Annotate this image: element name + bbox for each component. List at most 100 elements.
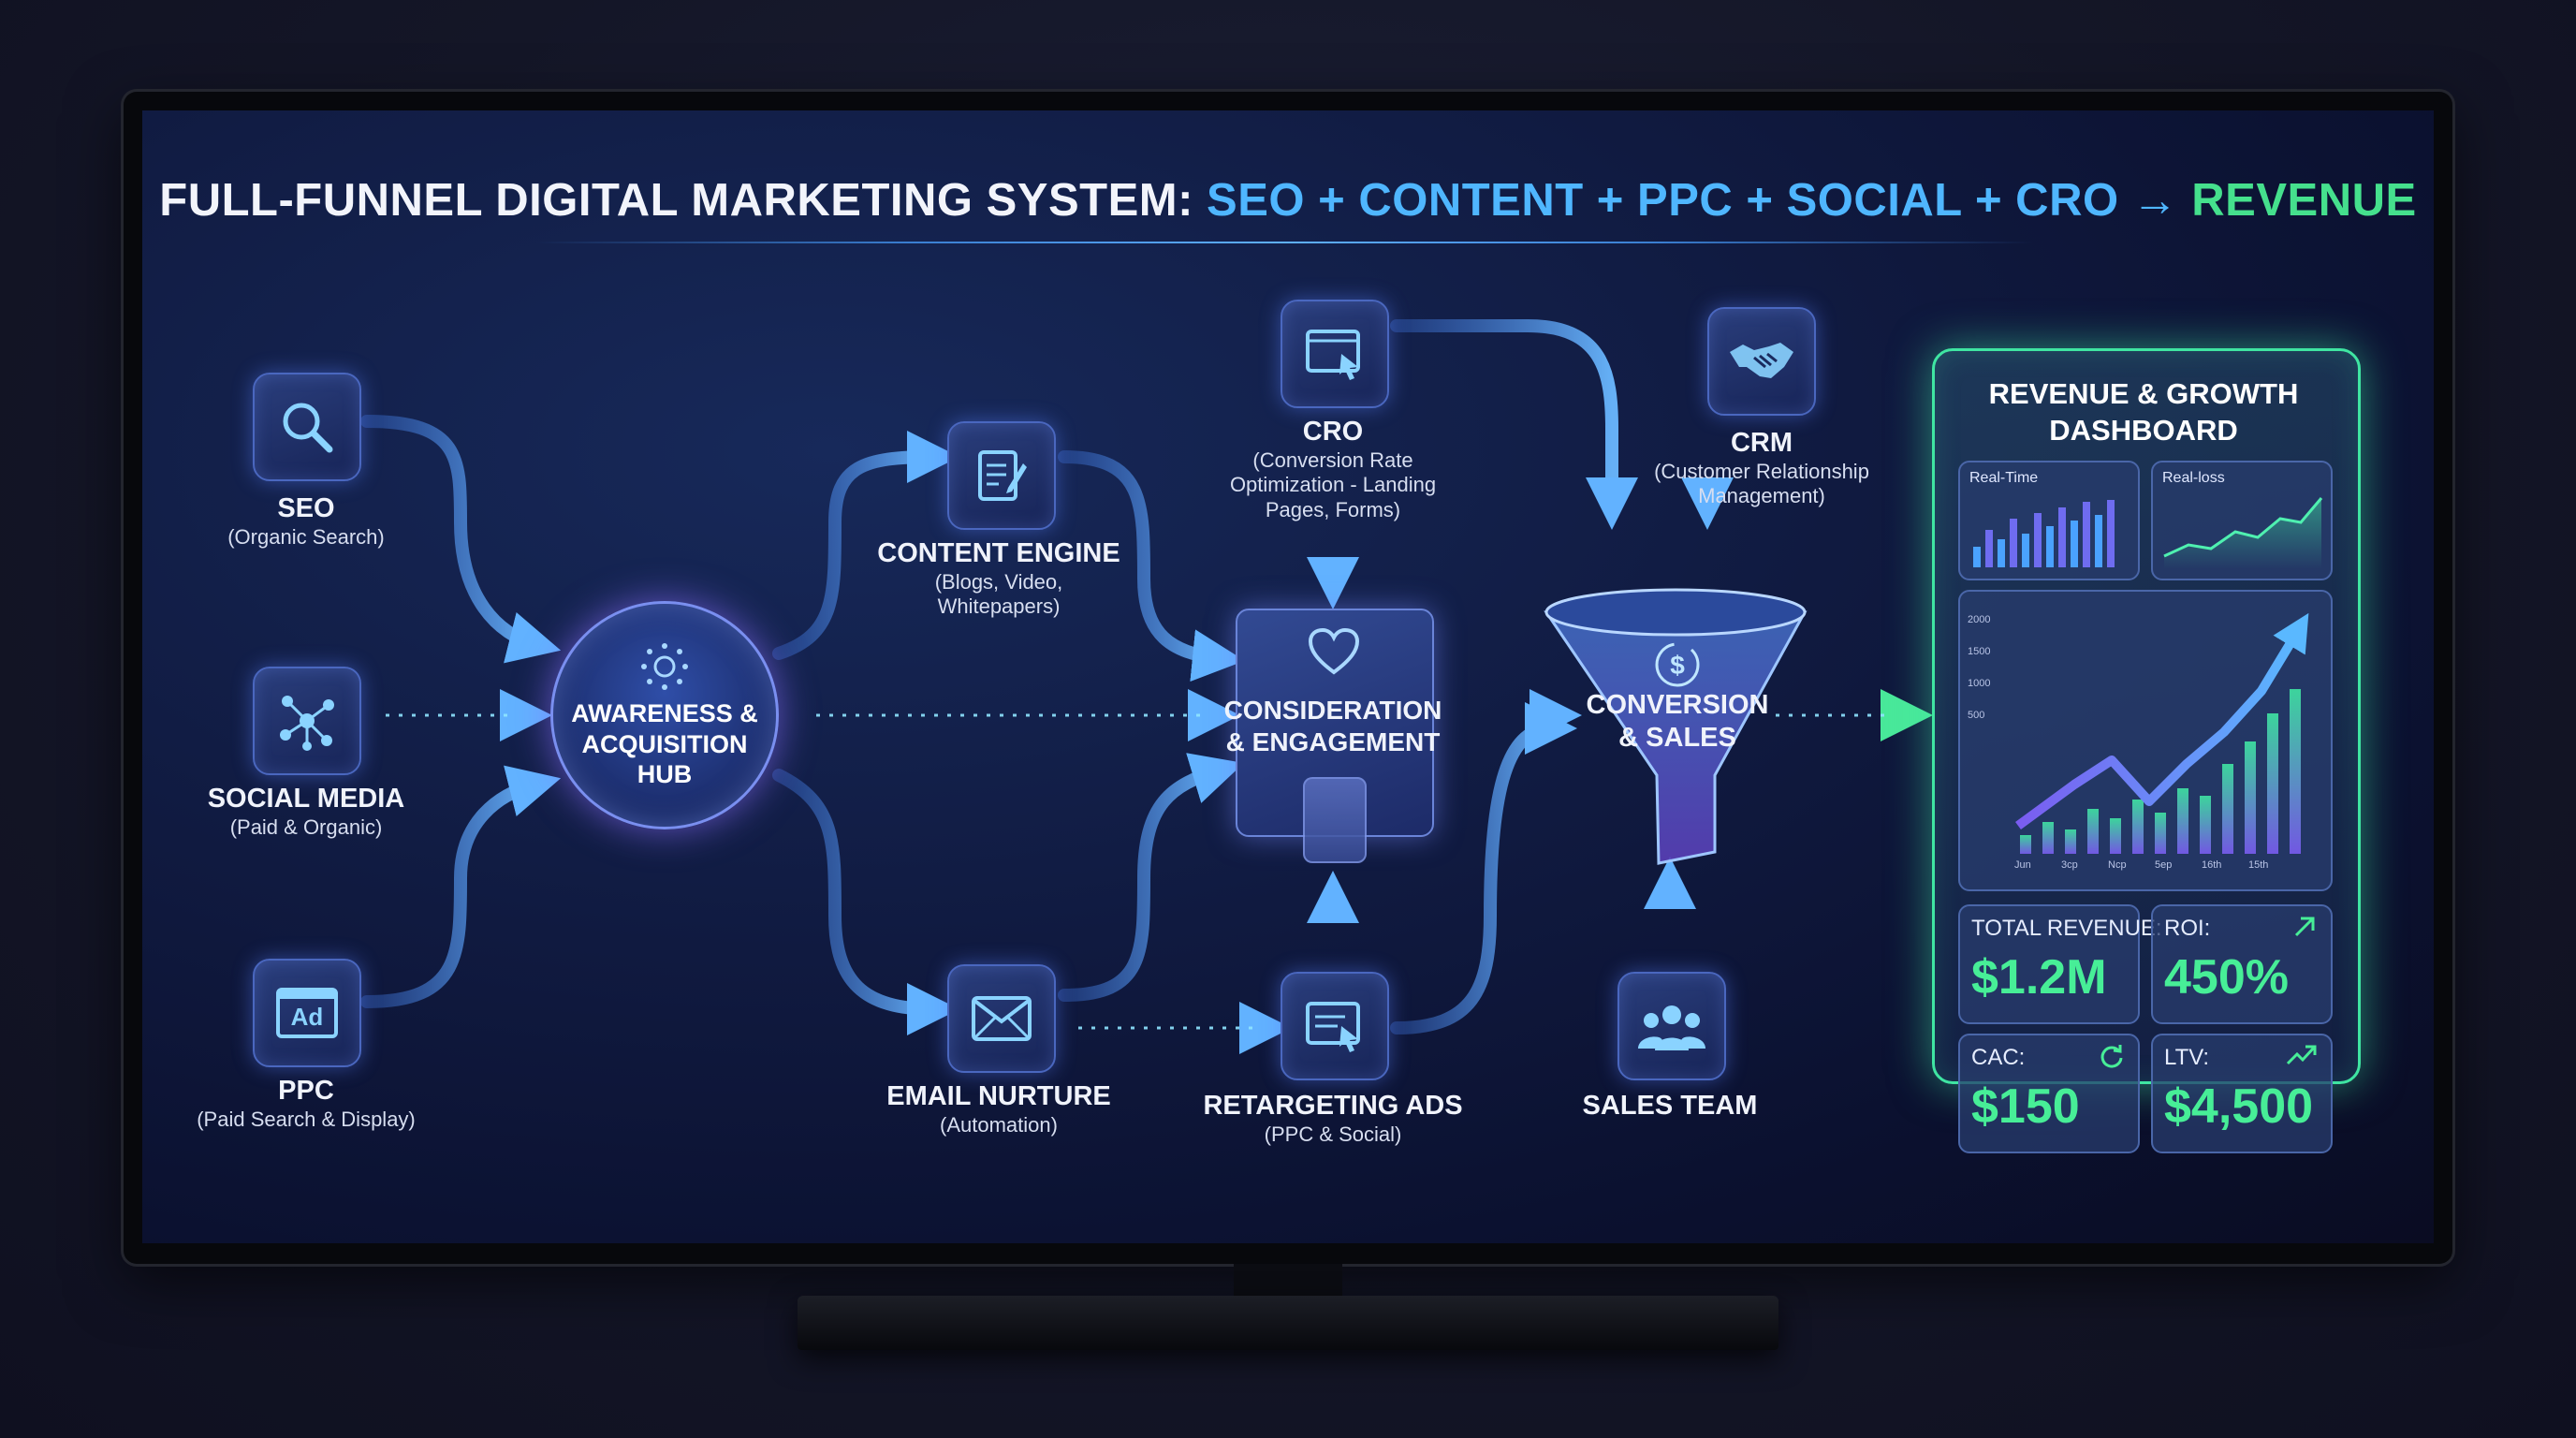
content-engine-node[interactable] — [947, 421, 1056, 530]
growth-bar — [2200, 796, 2211, 854]
retarget-title: RETARGETING ADS — [1203, 1091, 1463, 1121]
kpi-label: LTV: — [2164, 1045, 2210, 1070]
ppc-title: PPC — [278, 1076, 334, 1106]
mini-bar — [2046, 526, 2054, 567]
conversion-funnel[interactable] — [1537, 579, 1818, 897]
title-divider — [535, 242, 2033, 243]
conversion-label: CONVERSION & SALES — [1574, 689, 1780, 755]
x-tick: 3cp — [2061, 859, 2078, 871]
realtime-label: Real-Time — [1969, 470, 2039, 486]
crm-title: CRM — [1730, 428, 1793, 458]
y-tick: 1500 — [1968, 646, 1991, 657]
social-subtitle: (Paid & Organic) — [229, 814, 383, 839]
crm-node[interactable] — [1707, 307, 1816, 416]
x-tick: 15th — [2248, 859, 2269, 871]
ppc-label: PPC (Paid Search & Display) — [142, 1075, 470, 1132]
tv-screen: FULL-FUNNEL DIGITAL MARKETING SYSTEM: SE… — [142, 110, 2434, 1243]
mini-bar — [2058, 507, 2066, 567]
kpi-total-revenue[interactable] — [1958, 904, 2140, 1024]
consider-line2: & ENGAGEMENT — [1225, 726, 1441, 756]
email-subtitle: (Automation) — [940, 1112, 1058, 1137]
sales-team-node[interactable] — [1617, 972, 1726, 1080]
cro-subtitle2: Optimization - Landing — [1229, 473, 1437, 497]
growth-bar — [2042, 822, 2054, 854]
dashboard-title-line2: DASHBOARD — [2049, 413, 2238, 447]
cro-label: CRO (Conversion Rate Optimization - Land… — [1193, 416, 1473, 522]
kpi-label: CAC: — [1971, 1045, 2026, 1070]
page-title: FULL-FUNNEL DIGITAL MARKETING SYSTEM: SE… — [142, 174, 2434, 227]
realloss-label: Real-loss — [2162, 470, 2225, 486]
dashboard-title-line1: REVENUE & GROWTH — [1988, 377, 2299, 410]
x-tick: 16th — [2202, 859, 2222, 871]
arrow-retarget-conversion — [1390, 702, 1577, 1034]
awareness-hub[interactable]: AWARENESS & ACQUISITION HUB — [550, 601, 779, 829]
crm-subtitle2: Management) — [1698, 484, 1825, 508]
team-icon — [1638, 1005, 1705, 1050]
heart-icon — [1308, 627, 1360, 675]
mini-bar — [1998, 539, 2005, 567]
browser-cursor-icon — [1306, 330, 1360, 380]
growth-bar — [2020, 835, 2031, 854]
retarget-subtitle: (PPC & Social) — [1264, 1122, 1402, 1146]
kpi-value: $1.2M — [1971, 950, 2107, 1005]
retargeting-node[interactable] — [1281, 972, 1389, 1080]
content-subtitle2: Whitepapers) — [937, 594, 1061, 619]
svg-text:$: $ — [1670, 651, 1685, 680]
growth-bar — [2177, 788, 2188, 854]
seo-label: SEO (Organic Search) — [180, 492, 432, 550]
crm-subtitle1: (Customer Relationship — [1654, 459, 1869, 483]
growth-chart — [2015, 612, 2309, 854]
email-title: EMAIL NURTURE — [886, 1081, 1111, 1111]
ppc-subtitle: (Paid Search & Display) — [197, 1107, 416, 1131]
social-media-node[interactable] — [253, 667, 361, 775]
seo-node[interactable] — [253, 373, 361, 481]
title-highlight: SEO + CONTENT + PPC + SOCIAL + CRO → — [1207, 175, 2192, 226]
mini-bar — [2010, 519, 2017, 567]
seo-subtitle: (Organic Search) — [227, 524, 385, 549]
kpi-roi[interactable] — [2151, 904, 2333, 1024]
growth-bar — [2222, 764, 2233, 854]
sales-title: SALES TEAM — [1582, 1091, 1758, 1121]
x-tick: Ncp — [2108, 859, 2127, 871]
title-prefix: FULL-FUNNEL DIGITAL MARKETING SYSTEM: — [159, 175, 1208, 226]
cro-subtitle3: Pages, Forms) — [1265, 497, 1401, 521]
x-tick: 5ep — [2155, 859, 2173, 871]
tv-stand-base — [798, 1296, 1778, 1350]
hub-line1: AWARENESS & — [571, 699, 758, 728]
mini-bar — [2107, 500, 2115, 567]
arrow-email-consider — [1058, 753, 1244, 1002]
kpi-value: 450% — [2164, 950, 2289, 1005]
arrow-hub-content — [772, 431, 959, 660]
kpi-label: ROI: — [2164, 916, 2211, 941]
social-title: SOCIAL MEDIA — [207, 784, 405, 814]
hub-line3: HUB — [637, 760, 693, 789]
dashboard-title: REVENUE & GROWTH DASHBOARD — [1932, 376, 2355, 449]
ad-icon-text: Ad — [290, 1003, 324, 1031]
x-tick: Jun — [2014, 859, 2031, 871]
ppc-node[interactable]: Ad — [253, 959, 361, 1067]
y-tick: 1000 — [1968, 678, 1991, 689]
handshake-icon — [1730, 343, 1793, 378]
mini-bar — [1973, 547, 1981, 567]
mini-bar — [2095, 515, 2102, 567]
kpi-cac[interactable] — [1958, 1034, 2140, 1153]
growth-bar — [2290, 689, 2301, 854]
trend-up-icon — [2286, 1045, 2317, 1065]
content-subtitle1: (Blogs, Video, — [934, 569, 1063, 594]
mini-bar — [1985, 530, 1993, 567]
mini-bar — [2071, 521, 2078, 567]
arrow-seo-hub — [360, 415, 562, 664]
cro-node[interactable] — [1281, 300, 1389, 408]
kpi-ltv[interactable] — [2151, 1034, 2333, 1153]
content-title: CONTENT ENGINE — [877, 538, 1120, 568]
envelope-icon — [972, 996, 1032, 1041]
crm-label: CRM (Customer Relationship Management) — [1621, 427, 1902, 509]
cro-title: CRO — [1302, 417, 1364, 447]
email-nurture-node[interactable] — [947, 964, 1056, 1073]
growth-bar — [2087, 809, 2099, 854]
consideration-tab — [1303, 777, 1367, 863]
growth-bar — [2245, 741, 2256, 854]
growth-trend-arrow — [2015, 612, 2309, 830]
email-nurture-label: EMAIL NURTURE (Automation) — [863, 1080, 1134, 1137]
browser-cursor-icon — [1306, 1002, 1360, 1052]
